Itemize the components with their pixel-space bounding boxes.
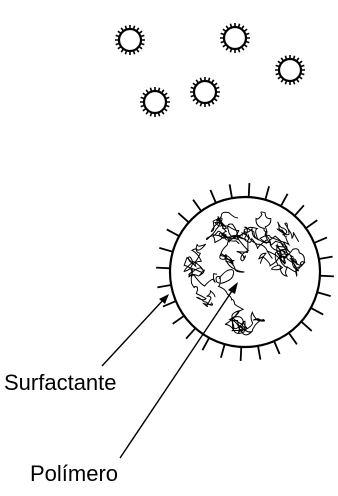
small-micelle-shell (144, 91, 166, 113)
polymer-chain (206, 212, 246, 243)
small-micelle-shell (279, 59, 301, 81)
small-micelles-group (115, 23, 305, 117)
polymer-arrow-line (120, 288, 234, 458)
small-micelle (115, 25, 145, 55)
small-micelle (275, 55, 305, 85)
small-micelle-shell (224, 27, 246, 49)
surfactant-label: Surfactante (4, 372, 117, 394)
polymer-label: Polímero (30, 463, 118, 485)
polymer-chain (184, 244, 217, 307)
small-micelle (140, 87, 170, 117)
polymer-loaded-micelle (156, 183, 334, 361)
small-micelle-shell (119, 29, 141, 51)
label-arrows (102, 282, 238, 458)
small-micelle (190, 77, 220, 107)
small-micelle (220, 23, 250, 53)
surfactant-tails (156, 183, 334, 361)
polymer-chain (216, 270, 264, 335)
small-micelle-shell (194, 81, 216, 103)
surfactant-arrow-line (102, 298, 165, 366)
polymer-arrowhead (228, 282, 238, 294)
